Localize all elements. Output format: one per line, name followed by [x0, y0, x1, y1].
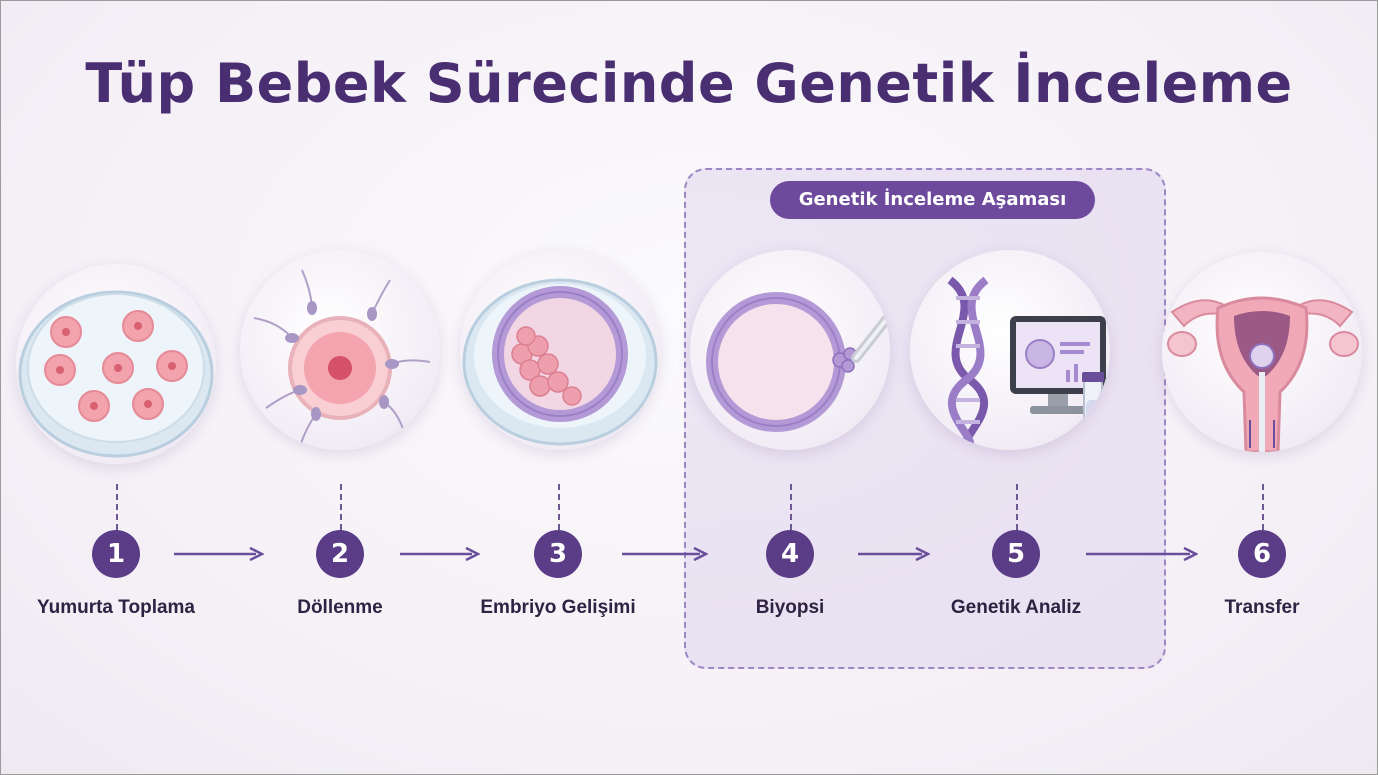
page-title: Tüp Bebek Sürecinde Genetik İnceleme: [85, 52, 1293, 115]
fertilization-icon: [240, 250, 440, 450]
arrow-right-icon: [400, 547, 480, 561]
arrow-right-icon: [174, 547, 264, 561]
step-label-1: Yumurta Toplama: [36, 597, 195, 618]
step-label-3: Embriyo Gelişimi: [480, 597, 636, 618]
step-connector: [790, 484, 792, 530]
step-label-4: Biyopsi: [755, 597, 825, 618]
uterus-transfer-icon: [1162, 252, 1362, 452]
petri-dish-eggs-icon: [16, 264, 216, 464]
arrow-right-icon: [1086, 547, 1198, 561]
step-number-1: 1: [92, 530, 140, 578]
step-number-4: 4: [766, 530, 814, 578]
step-connector: [558, 484, 560, 530]
step-connector: [340, 484, 342, 530]
blastocyst-dish-icon: [460, 250, 660, 450]
arrow-right-icon: [622, 547, 708, 561]
step-connector: [1262, 484, 1264, 530]
arrow-right-icon: [858, 547, 930, 561]
step-number-5: 5: [992, 530, 1040, 578]
step-connector: [116, 484, 118, 530]
step-number-6: 6: [1238, 530, 1286, 578]
step-label-6: Transfer: [1224, 597, 1300, 618]
embryo-biopsy-icon: [690, 250, 890, 450]
step-label-2: Döllenme: [297, 597, 383, 618]
step-number-3: 3: [534, 530, 582, 578]
dna-analysis-icon: [910, 250, 1110, 450]
step-connector: [1016, 484, 1018, 530]
step-label-5: Genetik Analiz: [950, 597, 1082, 618]
step-number-2: 2: [316, 530, 364, 578]
genetic-stage-badge: Genetik İnceleme Aşaması: [770, 181, 1095, 219]
